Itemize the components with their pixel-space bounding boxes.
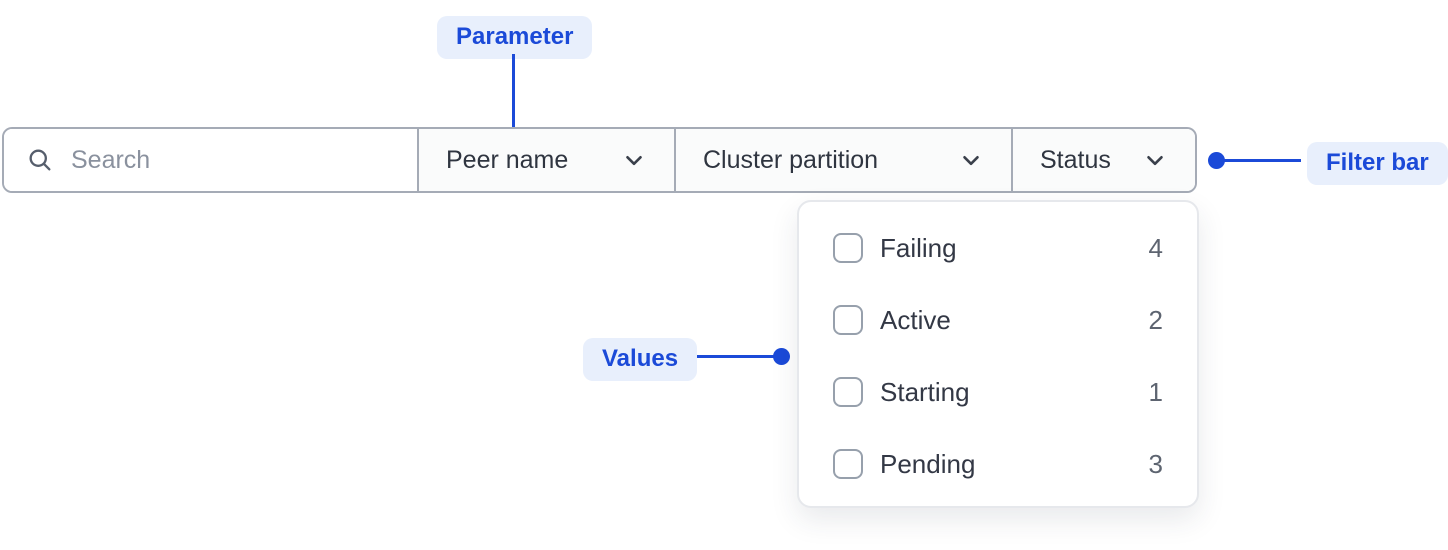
status-option-active[interactable]: Active 2 — [799, 284, 1197, 356]
search-input[interactable] — [69, 144, 395, 176]
status-dropdown[interactable]: Status — [1011, 129, 1195, 191]
chevron-down-icon — [626, 155, 642, 166]
cluster-partition-dropdown[interactable]: Cluster partition — [674, 129, 1011, 191]
status-option-label: Failing — [880, 232, 957, 263]
search-icon — [29, 149, 51, 171]
checkbox-failing[interactable] — [833, 233, 863, 263]
checkbox-active[interactable] — [833, 305, 863, 335]
filter-bar-callout-line — [1216, 159, 1301, 162]
chevron-down-icon — [1147, 155, 1163, 166]
status-option-count: 4 — [1148, 232, 1163, 263]
status-dropdown-label: Status — [1040, 145, 1111, 174]
cluster-partition-dropdown-label: Cluster partition — [703, 145, 879, 174]
search-section — [4, 129, 417, 191]
filter-bar-annotation-badge: Filter bar — [1307, 142, 1448, 185]
status-values-menu: Failing 4 Active 2 Starting 1 Pending 3 — [797, 200, 1199, 508]
values-callout-dot — [773, 348, 790, 365]
status-option-pending[interactable]: Pending 3 — [799, 428, 1197, 500]
parameter-annotation-badge: Parameter — [437, 16, 593, 59]
filter-bar: Peer name Cluster partition Status — [2, 127, 1197, 193]
values-callout-line — [697, 355, 781, 358]
status-option-starting[interactable]: Starting 1 — [799, 356, 1197, 428]
checkbox-starting[interactable] — [833, 377, 863, 407]
checkbox-pending[interactable] — [833, 449, 863, 479]
chevron-down-icon — [963, 155, 979, 166]
peer-name-dropdown-label: Peer name — [446, 145, 569, 174]
peer-name-dropdown[interactable]: Peer name — [417, 129, 674, 191]
status-option-count: 3 — [1148, 448, 1163, 479]
status-option-failing[interactable]: Failing 4 — [799, 212, 1197, 284]
status-option-count: 2 — [1148, 304, 1163, 335]
values-annotation-badge: Values — [583, 338, 698, 381]
status-option-label: Starting — [880, 376, 970, 407]
parameter-callout-line — [512, 54, 515, 141]
status-option-count: 1 — [1148, 376, 1163, 407]
status-option-label: Pending — [880, 448, 976, 479]
status-option-label: Active — [880, 304, 951, 335]
